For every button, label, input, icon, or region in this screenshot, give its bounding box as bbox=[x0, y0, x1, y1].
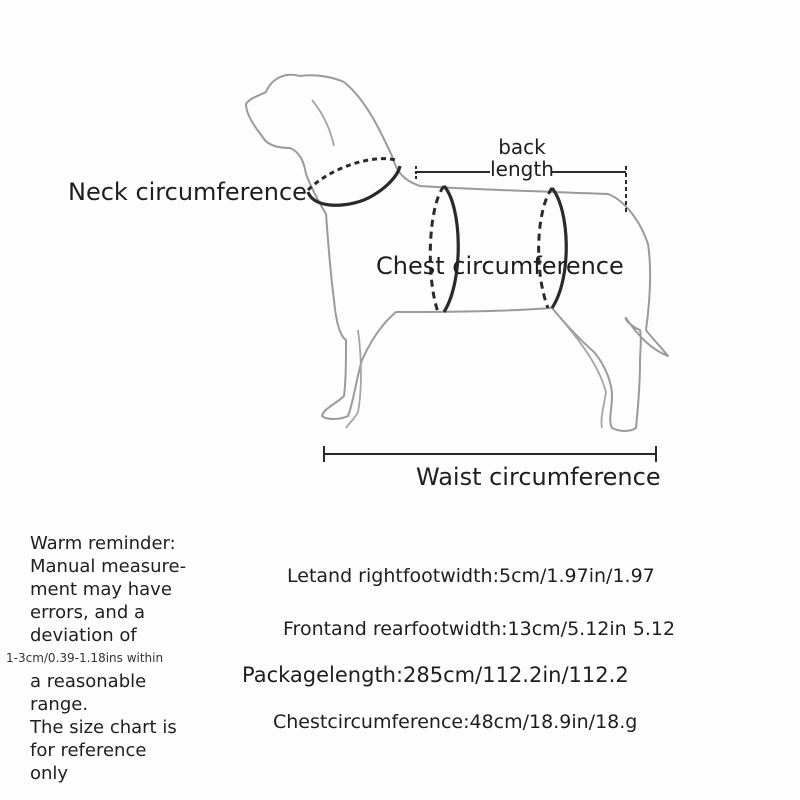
back-length-marker bbox=[415, 166, 627, 214]
ear-outline bbox=[311, 99, 335, 147]
reminder-line: The size chart is bbox=[30, 717, 177, 738]
neck-ring bbox=[306, 157, 402, 207]
rear-inner-leg bbox=[561, 319, 607, 429]
chest-ring-front bbox=[428, 184, 460, 313]
spec-package-length: Packagelength:285cm/112.2in/112.2 bbox=[242, 663, 629, 687]
back-length-label-line2: length bbox=[490, 157, 554, 181]
reminder-line: for reference bbox=[30, 740, 147, 761]
dog-outline bbox=[245, 73, 669, 432]
reminder-line: a reasonable bbox=[30, 671, 147, 692]
reminder-line: Manual measure- bbox=[30, 556, 187, 577]
warm-reminder-note: Warm reminder: Manual measure- ment may … bbox=[6, 532, 190, 785]
spec-left-right-foot-width: Letand rightfootwidth:5cm/1.97in/1.97 bbox=[287, 565, 655, 587]
back-length-label: back length bbox=[470, 136, 574, 180]
spec-front-rear-foot-width: Frontand rearfootwidth:13cm/5.12in 5.12 bbox=[283, 618, 676, 640]
reminder-line: ment may have bbox=[30, 579, 172, 600]
spec-chest-circumference: Chestcircumference:48cm/18.9in/18.g bbox=[273, 711, 638, 733]
back-length-label-line1: back bbox=[498, 135, 546, 159]
reminder-line: deviation of bbox=[30, 625, 137, 646]
reminder-line: 1-3cm/0.39-1.18ins within bbox=[6, 651, 164, 665]
front-inner-leg bbox=[345, 329, 362, 429]
waist-circumference-label: Waist circumference bbox=[416, 463, 661, 491]
neck-circumference-label: Neck circumference bbox=[68, 178, 307, 206]
chest-ring-rear bbox=[537, 186, 568, 309]
reminder-line: range. bbox=[30, 694, 89, 715]
reminder-line: only bbox=[30, 763, 69, 784]
reminder-line: errors, and a bbox=[30, 602, 146, 623]
reminder-line: Warm reminder: bbox=[30, 533, 176, 554]
waist-length-line bbox=[323, 446, 657, 462]
chest-circumference-label: Chest circumference bbox=[376, 252, 624, 280]
